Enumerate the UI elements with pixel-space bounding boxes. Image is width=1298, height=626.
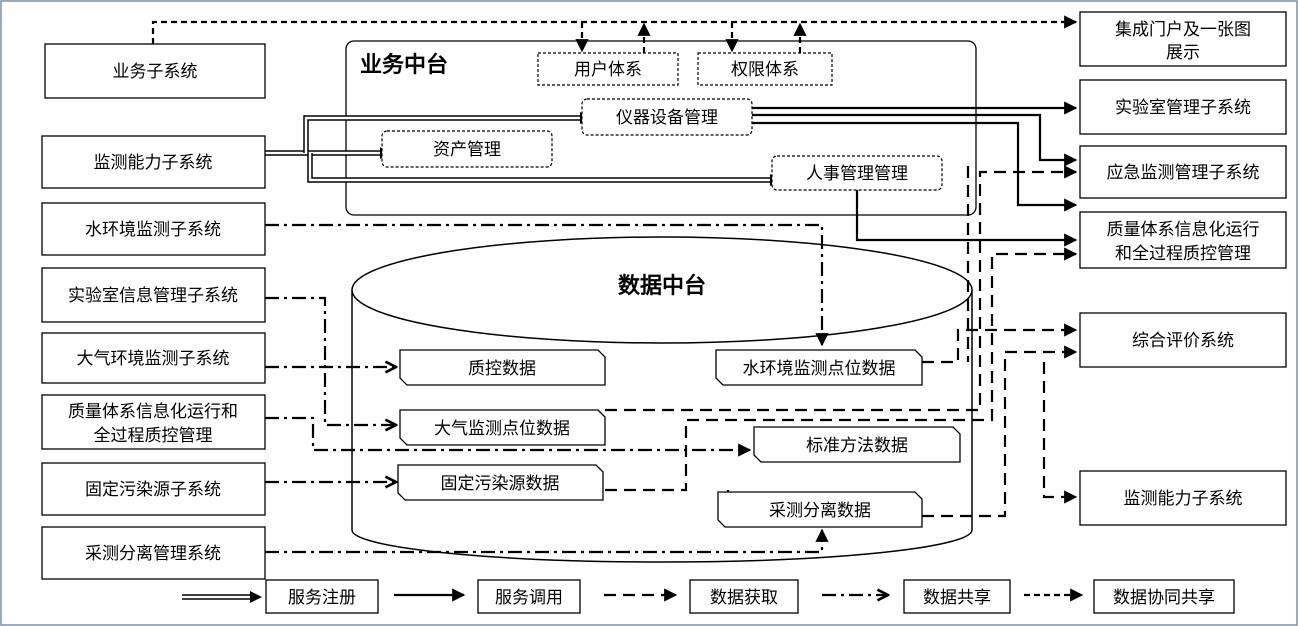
water-points-tag[interactable]: 水环境监测点位数据	[715, 349, 923, 386]
svg-text:标准方法数据: 标准方法数据	[806, 436, 908, 456]
flow-instrument-to-quality	[752, 121, 1078, 212]
left-air-env-subsystem[interactable]: 大气环境监测子系统	[41, 332, 266, 384]
svg-text:质量体系信息化运行: 质量体系信息化运行	[1107, 220, 1260, 240]
right-portal-system[interactable]: 集成门户及一张图 展示	[1079, 11, 1287, 67]
svg-text:用户体系: 用户体系	[574, 60, 642, 80]
left-sampling-subsystem[interactable]: 采测分离管理系统	[41, 526, 266, 580]
svg-text:权限体系: 权限体系	[731, 60, 799, 80]
svg-text:数据获取: 数据获取	[710, 588, 778, 608]
business-platform-title: 业务中台	[360, 52, 448, 78]
svg-text:数据协同共享: 数据协同共享	[1113, 588, 1215, 608]
legend-acquisition-box: 数据获取	[689, 579, 799, 614]
svg-text:和全过程质控管理: 和全过程质控管理	[1115, 244, 1251, 264]
left-monitor-capability-subsystem[interactable]: 监测能力子系统	[41, 135, 266, 189]
svg-text:人事管理管理: 人事管理管理	[806, 164, 908, 184]
svg-text:展示: 展示	[1166, 43, 1200, 63]
svg-text:仪器设备管理: 仪器设备管理	[616, 108, 718, 128]
svg-text:实验室信息管理子系统: 实验室信息管理子系统	[68, 286, 238, 306]
svg-text:固定污染源子系统: 固定污染源子系统	[85, 480, 221, 500]
svg-text:服务调用: 服务调用	[495, 588, 563, 608]
svg-text:集成门户及一张图: 集成门户及一张图	[1115, 20, 1251, 40]
right-quality-subsystem[interactable]: 质量体系信息化运行 和全过程质控管理	[1079, 211, 1287, 269]
flow-fixed-to-quality	[605, 247, 1078, 492]
flow-qc-to-emergency	[605, 165, 1078, 412]
flow-hr-to-quality	[855, 190, 1078, 247]
svg-text:质控数据: 质控数据	[468, 359, 536, 379]
asset-mgmt-box[interactable]: 资产管理	[381, 130, 553, 168]
svg-text:质量体系信息化运行和: 质量体系信息化运行和	[68, 402, 238, 422]
left-fixed-pollution-subsystem[interactable]: 固定污染源子系统	[41, 462, 266, 516]
svg-text:大气监测点位数据: 大气监测点位数据	[434, 419, 570, 439]
svg-text:监测能力子系统: 监测能力子系统	[1124, 489, 1243, 509]
legend-collaborative-box: 数据协同共享	[1093, 579, 1235, 614]
svg-text:水环境监测点位数据: 水环境监测点位数据	[743, 359, 896, 379]
legend: 服务注册 服务调用 数据获取 数据共享 数据协同共享	[182, 579, 1235, 614]
left-water-env-subsystem[interactable]: 水环境监测子系统	[41, 202, 266, 256]
svg-text:服务注册: 服务注册	[288, 588, 356, 608]
qc-data-tag[interactable]: 质控数据	[399, 349, 606, 386]
svg-text:应急监测管理子系统: 应急监测管理子系统	[1107, 163, 1260, 183]
right-lab-mgmt-subsystem[interactable]: 实验室管理子系统	[1079, 79, 1287, 135]
flow-sampling-to-evaluation	[922, 345, 1078, 518]
svg-text:水环境监测子系统: 水环境监测子系统	[85, 220, 221, 240]
svg-text:全过程质控管理: 全过程质控管理	[94, 426, 213, 446]
svg-text:数据共享: 数据共享	[923, 588, 991, 608]
user-system-box[interactable]: 用户体系	[537, 52, 679, 86]
flow-lab-to-air-points	[265, 296, 396, 425]
left-quality-subsystem[interactable]: 质量体系信息化运行和 全过程质控管理	[41, 394, 266, 450]
right-emergency-subsystem[interactable]: 应急监测管理子系统	[1079, 145, 1287, 199]
flow-sampling-to-data	[265, 528, 829, 554]
svg-text:固定污染源数据: 固定污染源数据	[441, 474, 560, 494]
svg-text:资产管理: 资产管理	[433, 140, 501, 160]
svg-text:大气环境监测子系统: 大气环境监测子系统	[77, 349, 230, 369]
svg-text:实验室管理子系统: 实验室管理子系统	[1115, 98, 1251, 118]
svg-text:业务子系统: 业务子系统	[113, 62, 198, 82]
legend-invocation-box: 服务调用	[477, 579, 581, 614]
sampling-data-tag[interactable]: 采测分离数据	[717, 491, 923, 528]
flow-service-registration	[265, 112, 780, 186]
legend-sharing-box: 数据共享	[903, 579, 1011, 614]
standard-methods-tag[interactable]: 标准方法数据	[753, 426, 961, 463]
svg-text:采测分离数据: 采测分离数据	[769, 501, 871, 521]
flow-to-capability	[1042, 362, 1078, 504]
right-monitor-capability-subsystem[interactable]: 监测能力子系统	[1079, 470, 1287, 526]
flow-quality-to-standard	[265, 416, 752, 457]
air-points-tag[interactable]: 大气监测点位数据	[399, 409, 606, 446]
left-lab-info-subsystem[interactable]: 实验室信息管理子系统	[41, 267, 266, 323]
permission-system-box[interactable]: 权限体系	[697, 52, 833, 86]
svg-text:采测分离管理系统: 采测分离管理系统	[85, 544, 221, 564]
svg-text:监测能力子系统: 监测能力子系统	[94, 153, 213, 173]
flow-lines	[151, 15, 1078, 554]
instrument-mgmt-box[interactable]: 仪器设备管理	[581, 98, 753, 136]
flow-instrument-to-emergency	[752, 113, 1078, 167]
legend-registration-box: 服务注册	[265, 579, 379, 614]
left-business-subsystem[interactable]: 业务子系统	[44, 43, 266, 99]
svg-text:综合评价系统: 综合评价系统	[1132, 331, 1234, 351]
data-platform-title: 数据中台	[618, 273, 706, 299]
right-evaluation-system[interactable]: 综合评价系统	[1079, 312, 1287, 368]
hr-mgmt-box[interactable]: 人事管理管理	[771, 155, 943, 191]
legend-registration-line	[182, 591, 262, 603]
flow-business-to-portal	[151, 15, 1078, 44]
fixed-pollution-data-tag[interactable]: 固定污染源数据	[397, 464, 604, 501]
